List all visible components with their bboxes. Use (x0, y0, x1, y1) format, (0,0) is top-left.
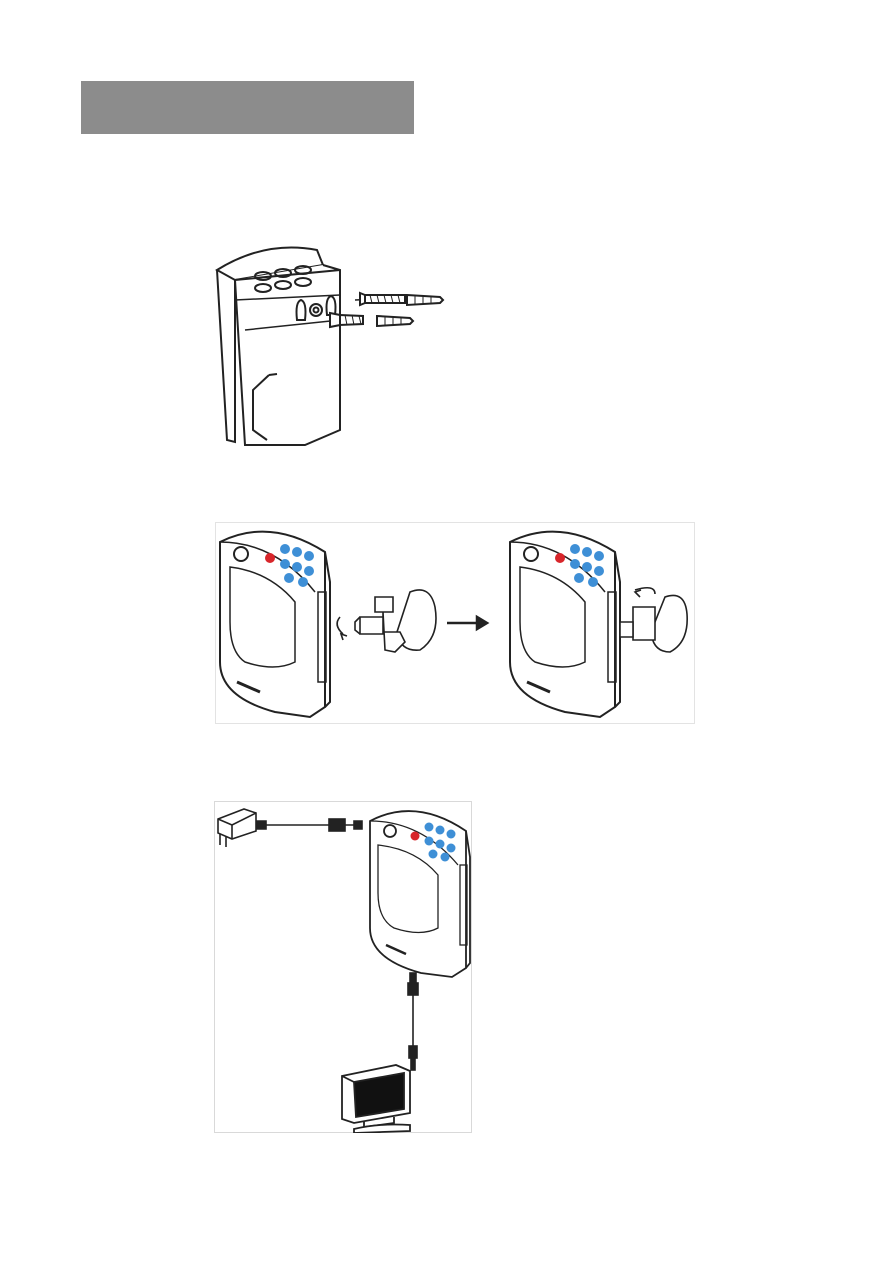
video-cable-icon (408, 973, 418, 1070)
power-adapter-icon (218, 809, 362, 847)
wall-mount-icon (205, 240, 465, 450)
connection-icon (214, 801, 472, 1133)
stand-attach-figure (215, 522, 695, 724)
section-header-bar (81, 81, 414, 134)
connection-figure (214, 801, 472, 1133)
stand-attach-icon (215, 522, 695, 724)
wall-mount-figure (205, 240, 465, 450)
monitor-icon (342, 1065, 410, 1133)
